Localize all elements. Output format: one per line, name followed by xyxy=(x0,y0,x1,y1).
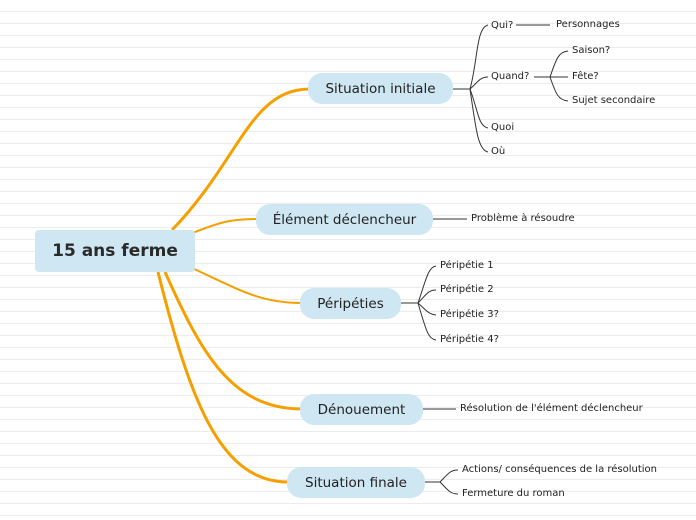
connector-root-situation-finale xyxy=(156,271,289,484)
subtopic-peripetie-3[interactable]: Péripétie 3? xyxy=(440,309,499,320)
subtopic-peripetie-1[interactable]: Péripétie 1 xyxy=(440,260,494,271)
connector-root-element-declencheur xyxy=(189,218,259,235)
topic-label: Élément déclencheur xyxy=(272,211,417,228)
topic-denouement[interactable]: Dénouement xyxy=(300,394,423,425)
connector-root-denouement xyxy=(163,271,303,411)
subtopic-actions-consequences[interactable]: Actions/ conséquences de la résolution xyxy=(462,464,658,475)
topic-label: Péripéties xyxy=(317,295,384,312)
subtopic-quand[interactable]: Quand? xyxy=(491,71,530,82)
subtopic-peripetie-4[interactable]: Péripétie 4? xyxy=(440,334,499,345)
subtopic-qui[interactable]: Qui? xyxy=(491,20,514,31)
subtopic-fete[interactable]: Fête? xyxy=(572,71,599,82)
connector-root-situation-initiale xyxy=(170,87,311,232)
topic-peripeties[interactable]: Péripéties xyxy=(300,288,401,319)
subtopic-resolution[interactable]: Résolution de l'élément déclencheur xyxy=(460,403,643,414)
topic-situation-finale[interactable]: Situation finale xyxy=(287,467,425,498)
subtopic-personnages[interactable]: Personnages xyxy=(556,19,620,30)
subtopic-sujet-secondaire[interactable]: Sujet secondaire xyxy=(572,95,656,106)
root-node[interactable]: 15 ans ferme xyxy=(35,230,195,272)
topic-element-declencheur[interactable]: Élément déclencheur xyxy=(256,204,433,235)
connectors-peripeties xyxy=(400,265,437,341)
connector-root-peripeties xyxy=(191,267,303,304)
subtopic-probleme-a-resoudre[interactable]: Problème à résoudre xyxy=(471,213,575,224)
subtopic-saison[interactable]: Saison? xyxy=(572,45,611,56)
connectors-situation-initiale xyxy=(452,24,569,153)
topic-label: Dénouement xyxy=(317,401,406,418)
topic-label: Situation initiale xyxy=(325,80,436,97)
root-label: 15 ans ferme xyxy=(52,241,178,261)
topic-situation-initiale[interactable]: Situation initiale xyxy=(308,73,453,104)
connectors-situation-finale xyxy=(424,469,459,495)
subtopic-peripetie-2[interactable]: Péripétie 2 xyxy=(440,284,494,295)
subtopic-quoi[interactable]: Quoi xyxy=(491,122,515,133)
subtopic-ou[interactable]: Où xyxy=(491,146,506,157)
topic-label: Situation finale xyxy=(305,474,407,491)
subtopic-fermeture-du-roman[interactable]: Fermeture du roman xyxy=(462,488,565,499)
